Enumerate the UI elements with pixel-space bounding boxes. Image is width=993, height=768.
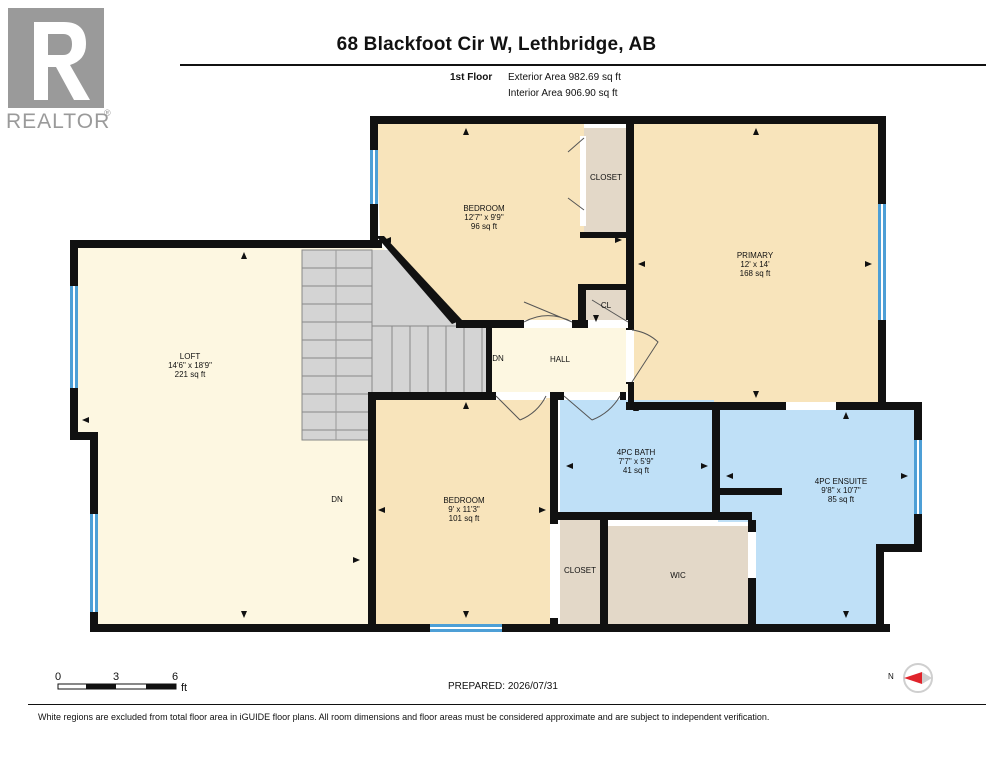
ensuite-name: 4PC ENSUITE	[815, 477, 867, 486]
bedroom-top-area: 96 sq ft	[471, 222, 498, 231]
realtor-registered-mark: ®	[104, 108, 111, 118]
closet-top-name: CLOSET	[590, 173, 622, 182]
cl-name: CL	[601, 301, 612, 310]
title-divider	[180, 64, 986, 66]
floor-label: 1st Floor	[450, 72, 493, 83]
compass-label: N	[888, 672, 894, 681]
realtor-wordmark: REALTOR	[6, 110, 111, 133]
stair-dn-loft: DN	[331, 495, 343, 504]
bedroom-bottom-room	[372, 398, 556, 626]
wic-name: WIC	[670, 571, 686, 580]
loft-name: LOFT	[180, 352, 201, 361]
bedroom-bottom-name: BEDROOM	[443, 496, 485, 505]
bedroom-top-room	[376, 122, 628, 320]
hall-name: HALL	[550, 355, 571, 364]
wic-room	[606, 526, 752, 624]
hall-room	[490, 326, 632, 392]
loft-dims: 14'6" x 18'9"	[168, 361, 212, 370]
ensuite-room	[718, 406, 916, 624]
bath-room	[560, 400, 714, 512]
cl-room	[580, 288, 628, 322]
primary-dims: 12' x 14'	[740, 260, 770, 269]
bedroom-bottom-dims: 9' x 11'3"	[448, 505, 480, 514]
bath-name: 4PC BATH	[617, 448, 656, 457]
realtor-logo	[8, 8, 104, 108]
bedroom-top-dims: 12'7" x 9'9"	[464, 213, 504, 222]
scale-tick-3: 3	[113, 671, 120, 683]
ensuite-dims: 9'8" x 10'7"	[821, 486, 861, 495]
closet-bottom-room	[560, 518, 602, 624]
prepared-date: PREPARED: 2026/07/31	[448, 681, 558, 692]
window-panes	[73, 150, 919, 629]
door-swings	[495, 137, 659, 421]
floor-plan: BEDROOM 12'7" x 9'9" 96 sq ft CLOSET PRI…	[57, 116, 933, 693]
footer-divider	[28, 704, 986, 705]
bath-dims: 7'7" x 5'9"	[619, 457, 654, 466]
scale-tick-0: 0	[55, 671, 62, 683]
bedroom-top-name: BEDROOM	[463, 204, 505, 213]
scale-tick-6: 6	[172, 671, 179, 683]
compass-icon	[903, 663, 933, 693]
stair-treads	[301, 249, 490, 441]
ensuite-area: 85 sq ft	[828, 495, 855, 504]
realtor-r-icon	[8, 8, 104, 108]
primary-name: PRIMARY	[737, 251, 774, 260]
primary-room	[632, 124, 880, 406]
exterior-area: Exterior Area 982.69 sq ft	[508, 72, 621, 83]
bath-area: 41 sq ft	[623, 466, 650, 475]
page-title: 68 Blackfoot Cir W, Lethbridge, AB	[336, 34, 657, 55]
scale-unit: ft	[181, 682, 188, 694]
stair-dn-top: DN	[492, 354, 504, 363]
bedroom-bottom-area: 101 sq ft	[449, 514, 480, 523]
primary-area: 168 sq ft	[740, 269, 771, 278]
scale-bar	[57, 683, 177, 690]
dimension-markers	[82, 128, 908, 618]
disclaimer: White regions are excluded from total fl…	[38, 712, 770, 722]
door-openings	[496, 136, 836, 618]
interior-area: Interior Area 906.90 sq ft	[508, 88, 618, 99]
closet-bottom-name: CLOSET	[564, 566, 596, 575]
closet-top-room	[584, 128, 630, 232]
loft-area: 221 sq ft	[175, 370, 206, 379]
